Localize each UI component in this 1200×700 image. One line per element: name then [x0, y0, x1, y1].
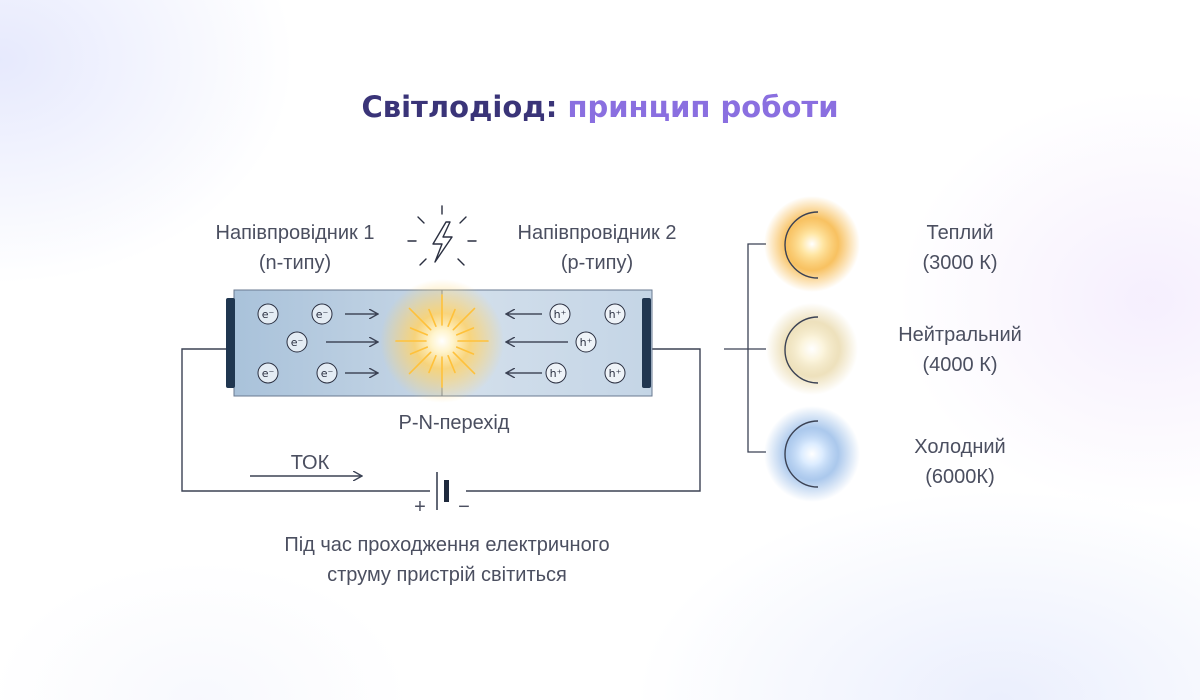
svg-text:e⁻: e⁻ — [262, 367, 275, 380]
glow-ray — [455, 346, 475, 355]
junction-glow — [380, 279, 504, 403]
glow-ray — [409, 327, 429, 336]
electron: e⁻ — [316, 362, 338, 384]
wire-right — [466, 348, 701, 492]
page-title: Світлодіод: принцип роботи — [0, 90, 1200, 124]
semiconductor-p-type: (p-типу) — [560, 252, 634, 274]
hole: h⁺ — [604, 303, 626, 325]
semiconductor-n-name: Напівпровідник 1 — [215, 222, 375, 244]
junction-label: P-N-перехід — [398, 412, 510, 434]
battery-icon — [436, 472, 449, 510]
electron: e⁻ — [286, 331, 308, 353]
electron: e⁻ — [311, 303, 333, 325]
title-accent: принцип роботи — [567, 90, 839, 124]
glow-ray — [452, 351, 476, 375]
temperature-warm-value: (3000 К) — [922, 252, 998, 274]
glow-ray — [409, 346, 429, 355]
warm-light-bulb — [764, 196, 860, 292]
svg-text:h⁺: h⁺ — [609, 308, 622, 321]
glow-ray — [447, 354, 456, 374]
hole: h⁺ — [575, 331, 597, 353]
svg-text:e⁻: e⁻ — [262, 308, 275, 321]
cold-light-bulb — [764, 406, 860, 502]
semiconductor-n-label: Напівпровідник 1 (n-типу) — [195, 218, 395, 278]
temperature-cold: Холодний (6000К) — [880, 432, 1040, 492]
neutral-light-bulb — [766, 303, 858, 395]
glow-ray — [428, 308, 437, 328]
battery-plus: + — [414, 496, 426, 518]
svg-text:h⁺: h⁺ — [554, 308, 567, 321]
caption-line-2: струму пристрій світиться — [327, 564, 567, 586]
title-main: Світлодіод: — [361, 90, 558, 124]
electron: e⁻ — [257, 362, 279, 384]
svg-text:e⁻: e⁻ — [291, 336, 304, 349]
caption: Під час проходження електричного струму … — [197, 530, 697, 590]
svg-text:e⁻: e⁻ — [321, 367, 334, 380]
glow-ray — [408, 351, 432, 375]
glow-ray — [447, 308, 456, 328]
caption-line-1: Під час проходження електричного — [284, 534, 610, 556]
hole: h⁺ — [549, 303, 571, 325]
semiconductor-p-name: Напівпровідник 2 — [517, 222, 677, 244]
particle-arrows — [326, 314, 568, 373]
lightning-icon — [407, 205, 477, 266]
svg-text:h⁺: h⁺ — [580, 336, 593, 349]
wire-left — [181, 348, 430, 492]
battery-minus: − — [458, 496, 470, 518]
hole: h⁺ — [545, 362, 567, 384]
temperature-neutral-value: (4000 К) — [922, 354, 998, 376]
temperature-connector — [724, 243, 766, 453]
current-label: ТОК — [290, 452, 330, 474]
temperature-warm-name: Теплий — [926, 222, 994, 244]
semiconductor-p-label: Напівпровідник 2 (p-типу) — [497, 218, 697, 278]
electron: e⁻ — [257, 303, 279, 325]
temperature-cold-value: (6000К) — [925, 466, 995, 488]
temperature-neutral-name: Нейтральний — [898, 324, 1022, 346]
temperature-cold-name: Холодний — [914, 436, 1006, 458]
glow-ray — [452, 307, 476, 331]
electron-group: e⁻ e⁻ e⁻ e⁻ e⁻ — [257, 303, 338, 384]
semiconductor-n-type: (n-типу) — [258, 252, 332, 274]
svg-text:e⁻: e⁻ — [316, 308, 329, 321]
svg-text:h⁺: h⁺ — [609, 367, 622, 380]
hole-group: h⁺ h⁺ h⁺ h⁺ h⁺ — [545, 303, 626, 384]
glow-ray — [428, 354, 437, 374]
glow-ray — [455, 327, 475, 336]
glow-ray — [408, 307, 432, 331]
temperature-neutral: Нейтральний (4000 К) — [880, 320, 1040, 380]
hole: h⁺ — [604, 362, 626, 384]
svg-text:h⁺: h⁺ — [550, 367, 563, 380]
temperature-warm: Теплий (3000 К) — [880, 218, 1040, 278]
